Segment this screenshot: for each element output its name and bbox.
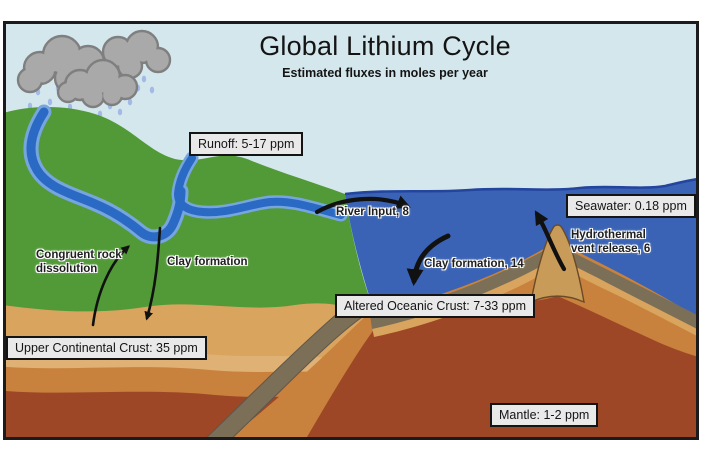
congruent-dissolution-arrow [91,245,130,327]
hydrothermal-vent-arrow [534,210,567,272]
mid-ocean-ridge [530,224,585,304]
river-input-arrow [314,195,411,215]
diagram-frame-border [3,21,699,440]
seafloor-gray-band [370,243,698,330]
clay-formation-ocean-arrow [406,233,451,287]
oceanic-mantle-dome [299,296,698,439]
river [23,104,348,245]
clay-formation-land-arrow [144,226,162,321]
storm-clouds-icon [16,29,172,109]
subducting-slab [204,301,372,439]
flux-arrows [91,195,567,327]
continent-green-land [4,107,384,345]
subduction-orange-strip [227,313,378,439]
ocean-surface-line [344,177,698,196]
